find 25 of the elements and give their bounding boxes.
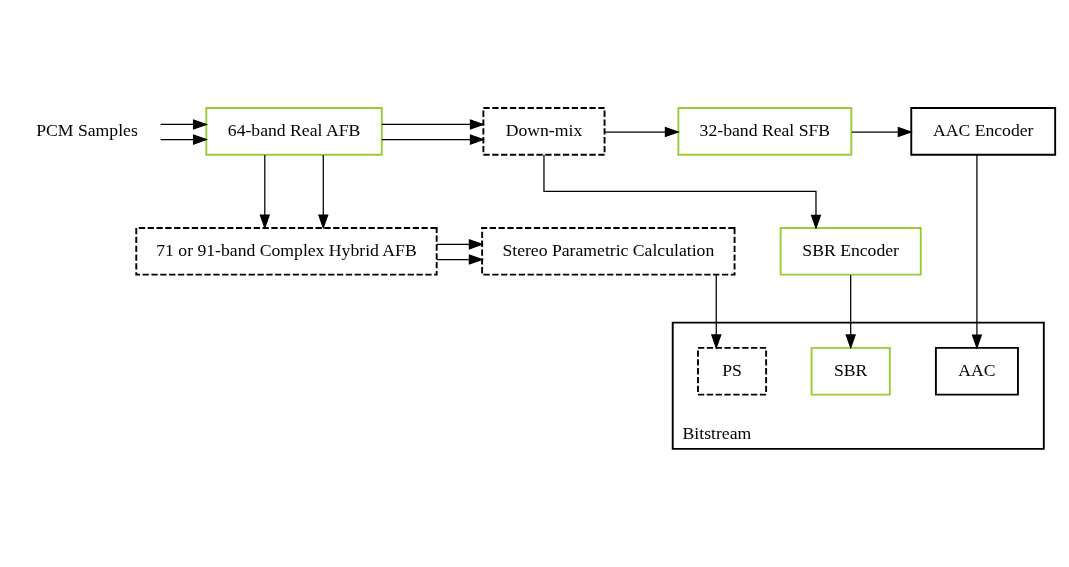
arrow	[381, 134, 485, 145]
node-box: SBR Encoder	[779, 227, 922, 276]
node-box: AAC	[934, 346, 1019, 396]
arrow	[436, 239, 484, 250]
node-text: PCM Samples	[36, 120, 138, 141]
arrow	[845, 274, 856, 350]
arrow	[259, 154, 271, 230]
node-box: Stereo Parametric Calculation	[481, 227, 736, 276]
arrow	[159, 134, 209, 145]
node-box: 32-band Real SFB	[677, 107, 853, 156]
node-box: 64-band Real AFB	[205, 107, 383, 156]
arrow	[604, 126, 680, 138]
arrow	[318, 154, 329, 230]
arrow	[543, 154, 822, 230]
arrow	[851, 126, 913, 138]
arrow	[710, 274, 722, 350]
arrow	[971, 154, 983, 350]
node-box: Down-mix	[482, 107, 606, 156]
node-box: PS	[697, 346, 768, 396]
node-box: AAC Encoder	[910, 107, 1057, 156]
arrow	[159, 119, 209, 130]
node-box: SBR	[810, 346, 891, 396]
node-box: 71 or 91-band Complex Hybrid AFB	[135, 227, 438, 276]
arrow	[381, 119, 485, 130]
arrow	[436, 254, 484, 265]
